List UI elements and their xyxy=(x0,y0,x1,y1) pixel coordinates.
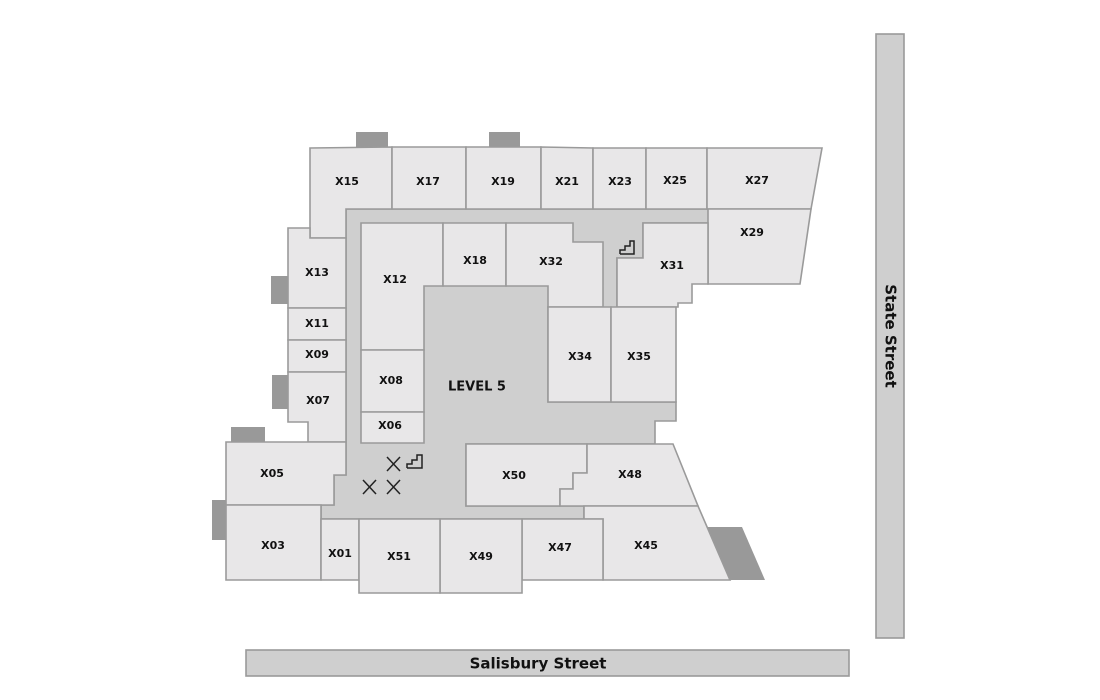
street-state xyxy=(875,33,905,639)
entrance-marker xyxy=(212,500,226,540)
unit-X09[interactable] xyxy=(287,339,347,373)
street-salisbury xyxy=(245,649,850,677)
unit-X48[interactable] xyxy=(559,443,700,507)
unit-X51[interactable] xyxy=(358,518,441,594)
unit-X01[interactable] xyxy=(320,518,360,581)
unit-X23[interactable] xyxy=(592,147,647,210)
unit-X29[interactable] xyxy=(707,208,812,285)
unit-X11[interactable] xyxy=(287,307,347,341)
unit-X06[interactable] xyxy=(360,411,425,444)
unit-X03[interactable] xyxy=(225,504,322,581)
level-label: LEVEL 5 xyxy=(448,380,506,395)
entrance-marker xyxy=(489,132,520,148)
entrance-marker xyxy=(707,527,765,580)
elevator-icon xyxy=(386,479,401,495)
street-label-salisbury: Salisbury Street xyxy=(470,655,607,673)
unit-X45[interactable] xyxy=(583,505,732,581)
unit-X18[interactable] xyxy=(442,222,507,287)
unit-X19[interactable] xyxy=(465,146,542,210)
unit-X21[interactable] xyxy=(540,146,594,210)
stairs-icon xyxy=(406,454,423,469)
street-label-state: State Street xyxy=(882,284,900,388)
unit-X27[interactable] xyxy=(706,147,823,210)
unit-X35[interactable] xyxy=(610,306,677,403)
entrance-marker xyxy=(356,132,388,148)
unit-X13[interactable] xyxy=(287,227,347,309)
elevator-icon xyxy=(362,479,377,495)
entrance-marker xyxy=(271,276,288,304)
unit-X17[interactable] xyxy=(391,146,467,210)
unit-X05[interactable] xyxy=(225,441,347,506)
unit-X47[interactable] xyxy=(521,518,604,581)
unit-X31[interactable] xyxy=(616,222,709,308)
unit-X49[interactable] xyxy=(439,518,523,594)
unit-X25[interactable] xyxy=(645,147,708,210)
stairs-icon xyxy=(619,240,635,255)
entrance-marker xyxy=(272,375,288,409)
unit-X07[interactable] xyxy=(287,371,347,443)
unit-X34[interactable] xyxy=(547,306,612,403)
entrance-marker xyxy=(231,427,265,442)
unit-X08[interactable] xyxy=(360,349,425,413)
elevator-icon xyxy=(386,456,401,472)
